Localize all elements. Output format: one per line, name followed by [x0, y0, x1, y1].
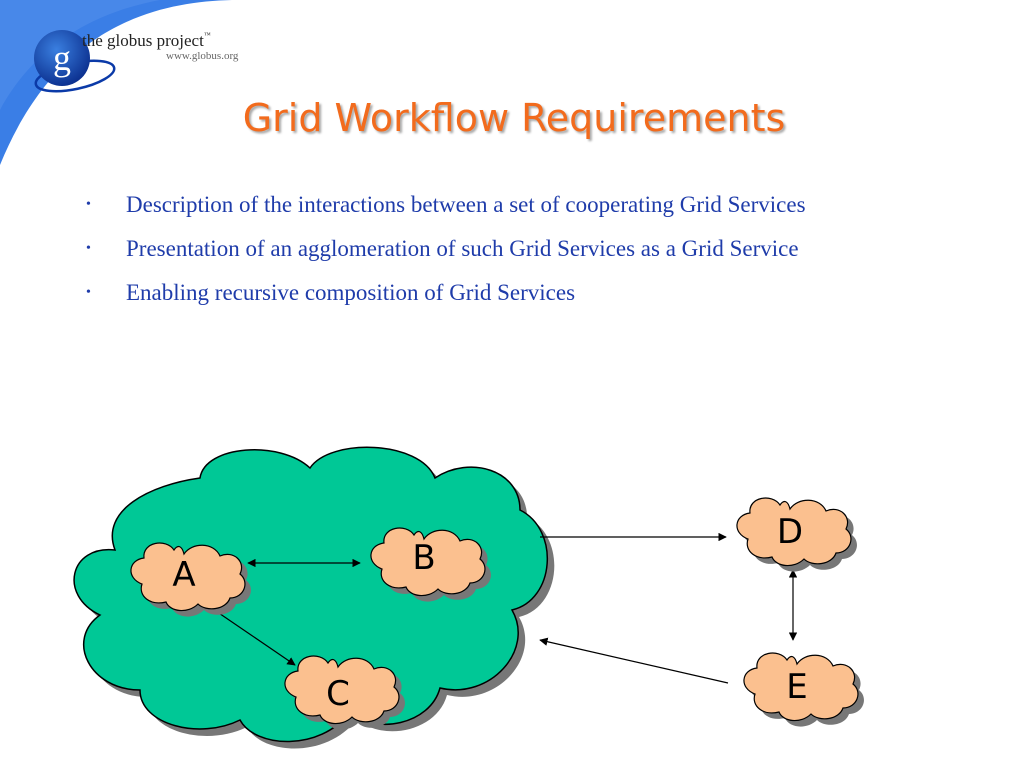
- bullet-item: • Enabling recursive composition of Grid …: [84, 274, 894, 312]
- arrow-a-c: [209, 606, 296, 666]
- node-label-d: D: [777, 512, 803, 552]
- logo-trademark: ™: [203, 31, 211, 39]
- service-node-e: E: [743, 652, 864, 727]
- bullet-dot-icon: •: [86, 197, 91, 212]
- bullet-dot-icon: •: [86, 241, 91, 256]
- node-label-b: B: [412, 538, 435, 578]
- logo-url: www.globus.org: [166, 50, 239, 62]
- logo-name: the globus project™: [82, 31, 211, 51]
- bullet-item: • Presentation of an agglomeration of suc…: [84, 230, 894, 268]
- service-node-a: A: [130, 542, 251, 617]
- globus-logo-icon: g: [34, 30, 116, 93]
- node-label-c: C: [326, 674, 350, 714]
- bullet-dot-icon: •: [86, 285, 91, 300]
- globus-logo[interactable]: g the globus project™ www.globus.org: [30, 28, 270, 98]
- bullet-item: • Description of the interactions between…: [84, 186, 894, 224]
- bullet-text: Description of the interactions between …: [126, 192, 806, 217]
- logo-name-text: the globus project: [82, 31, 204, 50]
- slide-title: Grid Workflow Requirements: [242, 96, 786, 140]
- bullet-text: Enabling recursive composition of Grid S…: [126, 280, 576, 305]
- logo-letter: g: [53, 38, 71, 78]
- node-label-e: E: [786, 667, 807, 707]
- service-node-d: D: [736, 497, 857, 572]
- bullet-text: Presentation of an agglomeration of such…: [126, 236, 799, 261]
- arrow-e-cloud: [539, 637, 729, 684]
- service-node-c: C: [284, 655, 405, 730]
- service-node-b: B: [370, 527, 491, 602]
- node-label-a: A: [172, 555, 195, 595]
- bullet-list: • Description of the interactions between…: [84, 186, 894, 318]
